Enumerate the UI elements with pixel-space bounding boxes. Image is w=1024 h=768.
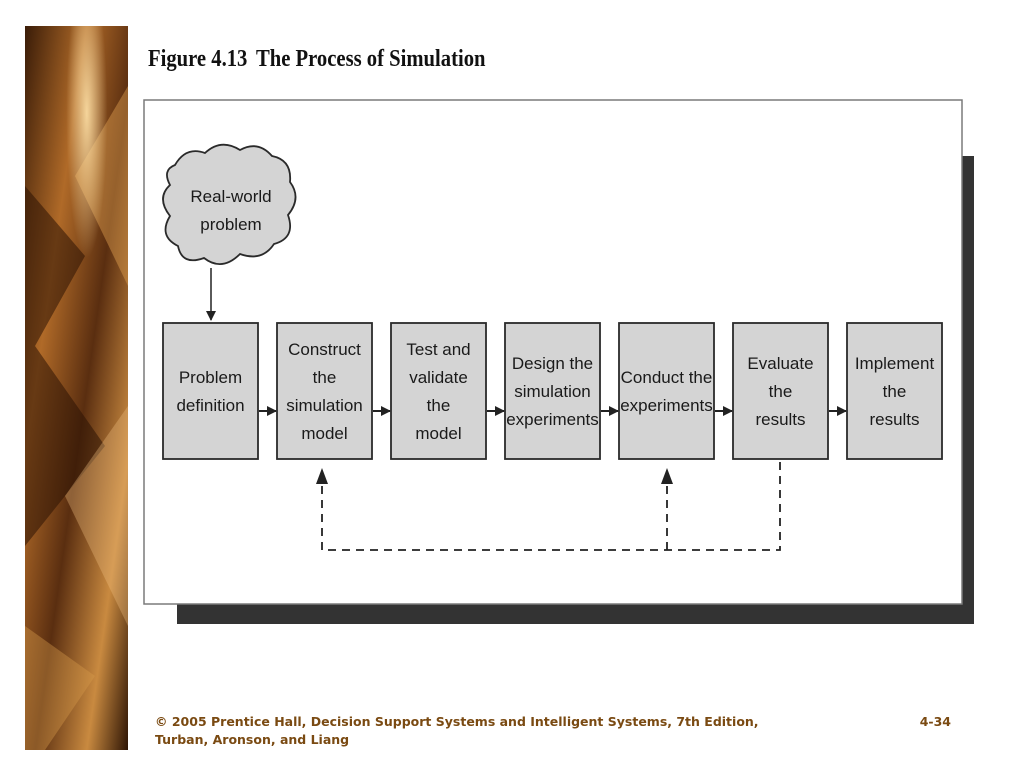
- process-step-box: Problem definition: [162, 322, 259, 460]
- process-step-label: Design the: [512, 354, 593, 373]
- process-step-label: Implement: [855, 354, 935, 373]
- feedback-arrowhead-conduct: [661, 468, 673, 484]
- process-step-label: the: [769, 382, 793, 401]
- process-step-label: definition: [176, 396, 244, 415]
- figure-number: Figure 4.13: [148, 46, 248, 72]
- process-step-box: Test and validate the model: [390, 322, 487, 460]
- process-step-label: results: [755, 410, 805, 429]
- footer-citation-line2: Turban, Aronson, and Liang: [155, 732, 350, 747]
- feedback-loop: [321, 462, 781, 551]
- process-step-label: experiments: [620, 396, 713, 415]
- process-step-label: Construct: [288, 340, 361, 359]
- process-step-label: model: [301, 424, 347, 443]
- process-step-box: Design the simulation experiments: [504, 322, 601, 460]
- figure-caption: The Process of Simulation: [255, 46, 486, 72]
- process-step-rect: [276, 322, 373, 460]
- process-step-label: experiments: [506, 410, 599, 429]
- process-step-rect: [618, 322, 715, 460]
- process-step-rect: [162, 322, 259, 460]
- process-step-label: model: [415, 424, 461, 443]
- svg-text:problem: problem: [200, 215, 261, 234]
- cloud-label-line: Real-world: [190, 187, 271, 206]
- process-step-box: Implement the results: [846, 322, 943, 460]
- process-step-label: the: [313, 368, 337, 387]
- footer: © 2005 Prentice Hall, Decision Support S…: [155, 713, 955, 749]
- page-number: 4-34: [919, 714, 951, 729]
- process-step-box: Evaluate the results: [732, 322, 829, 460]
- process-step-label: simulation: [286, 396, 363, 415]
- feedback-arrowhead-construct: [316, 468, 328, 484]
- figure-title: Figure 4.13 The Process of Simulation: [148, 46, 486, 73]
- process-step-box: Conduct the experiments: [618, 322, 715, 460]
- process-step-label: results: [869, 410, 919, 429]
- svg-text:Real-world: Real-world: [190, 187, 271, 206]
- process-step-label: Evaluate: [747, 354, 813, 373]
- cloud-label-line: problem: [200, 215, 261, 234]
- process-step-box: Construct the simulation model: [276, 322, 373, 460]
- process-step-label: Test and: [406, 340, 470, 359]
- process-step-label: simulation: [514, 382, 591, 401]
- process-step-rect: [504, 322, 601, 460]
- feedback-dashed-line: [321, 462, 781, 551]
- process-step-label: the: [427, 396, 451, 415]
- process-step-label: Conduct the: [621, 368, 713, 387]
- process-step-label: Problem: [179, 368, 242, 387]
- process-step-rect: [846, 322, 943, 460]
- process-step-rect: [732, 322, 829, 460]
- process-step-label: validate: [409, 368, 468, 387]
- process-step-rect: [390, 322, 487, 460]
- footer-citation-line1: © 2005 Prentice Hall, Decision Support S…: [155, 714, 759, 729]
- process-step-label: the: [883, 382, 907, 401]
- decorative-side-strip: [25, 26, 128, 750]
- real-world-problem-cloud: Real-world problem: [162, 143, 297, 265]
